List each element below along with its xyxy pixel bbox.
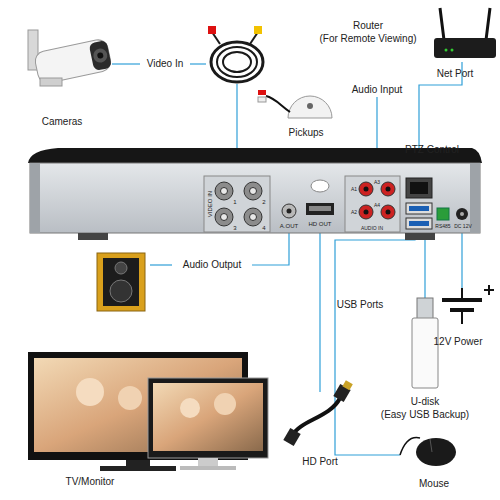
panel-marking: HD OUT (309, 221, 332, 227)
device-label: U-disk (411, 397, 439, 407)
channel-number: 1 (233, 199, 236, 205)
channel-number: A4 (374, 203, 380, 208)
channel-number: A3 (374, 180, 380, 185)
port-label: Video In (147, 59, 184, 69)
video-cable-coil (208, 26, 263, 82)
channel-number: 4 (262, 225, 265, 231)
panel-marking: A.OUT (280, 223, 298, 229)
dvr-unit (28, 148, 482, 240)
panel-marking: RS485 (435, 224, 450, 229)
channel-number: 3 (233, 225, 236, 231)
device-note: (Easy USB Backup) (381, 410, 469, 420)
monitor-illustration (28, 352, 268, 471)
port-label: Audio Input (352, 85, 403, 95)
channel-number: A2 (351, 210, 357, 215)
hdmi-cable (283, 380, 353, 446)
device-label: Pickups (288, 128, 323, 138)
port-label: USB Ports (337, 300, 384, 310)
port-label: HD Port (302, 457, 338, 467)
device-label: Mouse (419, 479, 449, 489)
speaker-illustration (97, 253, 145, 311)
pickup-microphone (258, 90, 332, 118)
port-label: Net Port (437, 69, 474, 79)
device-label: Cameras (42, 117, 83, 127)
router-illustration (434, 8, 496, 58)
camera-illustration (28, 30, 112, 86)
port-label: Audio Output (183, 260, 241, 270)
device-label: TV/Monitor (66, 477, 115, 487)
panel-marking: AUDIO IN (361, 226, 383, 231)
leader-lines (112, 62, 462, 455)
device-note: (For Remote Viewing) (319, 34, 416, 44)
port-label: PTZ Control (405, 145, 459, 155)
channel-number: A1 (351, 187, 357, 192)
panel-marking: DC 12V (454, 224, 472, 229)
dc-power-symbol (442, 285, 494, 324)
mouse-illustration (400, 438, 456, 466)
device-label: 12V Power (434, 337, 483, 347)
device-label: Router (353, 21, 383, 31)
channel-number: 2 (262, 199, 265, 205)
panel-marking: VIDEO IN (207, 191, 213, 217)
